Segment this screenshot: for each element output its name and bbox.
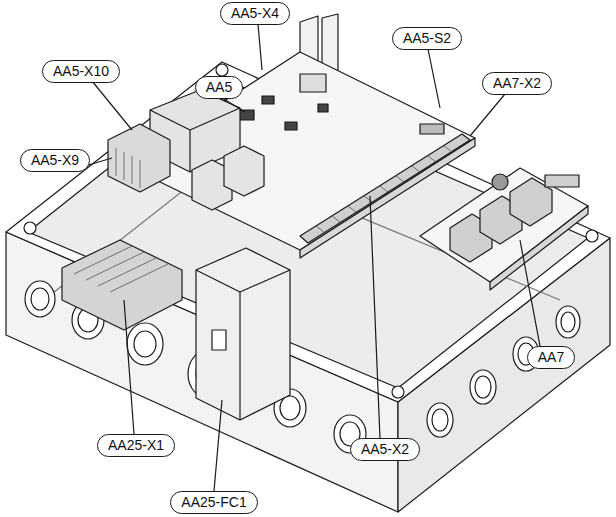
callout-text: AA5-X10 (53, 63, 109, 80)
callout-label: AA7-X2 (482, 72, 552, 95)
callout-text: AA5-S2 (403, 30, 451, 47)
callout-text: AA25-FC1 (181, 494, 246, 511)
callout-label: AA5 (195, 76, 243, 99)
callout-label: AA7 (527, 346, 575, 369)
callout-label: AA5-X4 (220, 2, 290, 25)
callout-text: AA7 (538, 349, 564, 366)
callout-label: AA5-X10 (42, 60, 120, 83)
callout-text: AA5-X4 (231, 5, 279, 22)
callout-label: AA25-X1 (97, 434, 175, 457)
callout-label: AA5-X2 (350, 438, 420, 461)
callout-text: AA5 (206, 79, 232, 96)
callout-label: AA5-X9 (20, 149, 90, 172)
callout-text: AA5-X2 (361, 441, 409, 458)
callout-label: AA5-S2 (392, 27, 462, 50)
callout-text: AA25-X1 (108, 437, 164, 454)
callout-label: AA25-FC1 (170, 491, 257, 514)
callout-text: AA7-X2 (493, 75, 541, 92)
callout-text: AA5-X9 (31, 152, 79, 169)
